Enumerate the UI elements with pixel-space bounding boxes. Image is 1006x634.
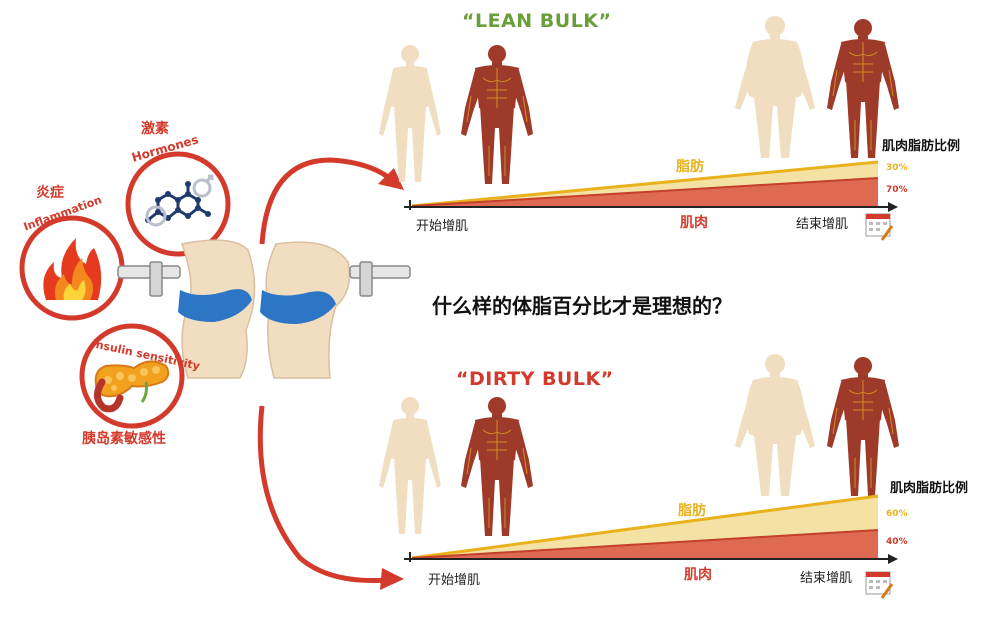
- skinfold-measure-illustration: [117, 239, 411, 379]
- dirty-end-label: 结束增肌: [800, 571, 853, 586]
- dirty-start-label: 开始增肌: [428, 573, 481, 588]
- insulin-cn-label: 胰岛素敏感性: [82, 431, 166, 447]
- lean-start-label: 开始增肌: [416, 219, 469, 234]
- dirty-bulk-title: “DIRTY BULK”: [456, 368, 614, 390]
- lean-bulk-figures: [379, 16, 899, 184]
- molecule-icon: [145, 174, 214, 227]
- dirty-muscle-label: 肌肉: [684, 567, 712, 583]
- calendar-icon: [865, 571, 894, 599]
- dirty-ratio-label: 肌肉脂肪比例: [890, 481, 969, 496]
- dirty-fat-pct: 60%: [886, 509, 908, 519]
- main-question: 什么样的体脂百分比才是理想的？: [432, 294, 732, 318]
- arrow-head-top: [378, 168, 404, 190]
- arrow-to-dirty-bulk: [257, 405, 389, 583]
- lean-fat-pct: 30%: [886, 163, 908, 173]
- lean-muscle-label: 肌肉: [680, 215, 708, 231]
- pancreas-icon: [94, 360, 170, 413]
- lean-muscle-pct: 70%: [886, 185, 908, 195]
- hormones-cn-label: 激素: [141, 121, 169, 137]
- lean-bulk-title: “LEAN BULK”: [462, 10, 612, 32]
- lean-end-label: 结束增肌: [796, 217, 849, 232]
- lean-ratio-label: 肌肉脂肪比例: [882, 139, 961, 154]
- inflammation-cn-label: 炎症: [36, 185, 64, 201]
- dirty-muscle-pct: 40%: [886, 537, 908, 547]
- calendar-icon: [865, 213, 894, 241]
- lean-fat-label: 脂肪: [676, 159, 704, 175]
- dirty-bulk-chart: [404, 494, 898, 564]
- lean-bulk-chart: [404, 160, 898, 212]
- flame-icon: [43, 238, 102, 300]
- arrow-to-lean-bulk: [259, 157, 394, 245]
- dirty-fat-label: 脂肪: [678, 503, 706, 519]
- arrow-head-bottom: [380, 568, 404, 590]
